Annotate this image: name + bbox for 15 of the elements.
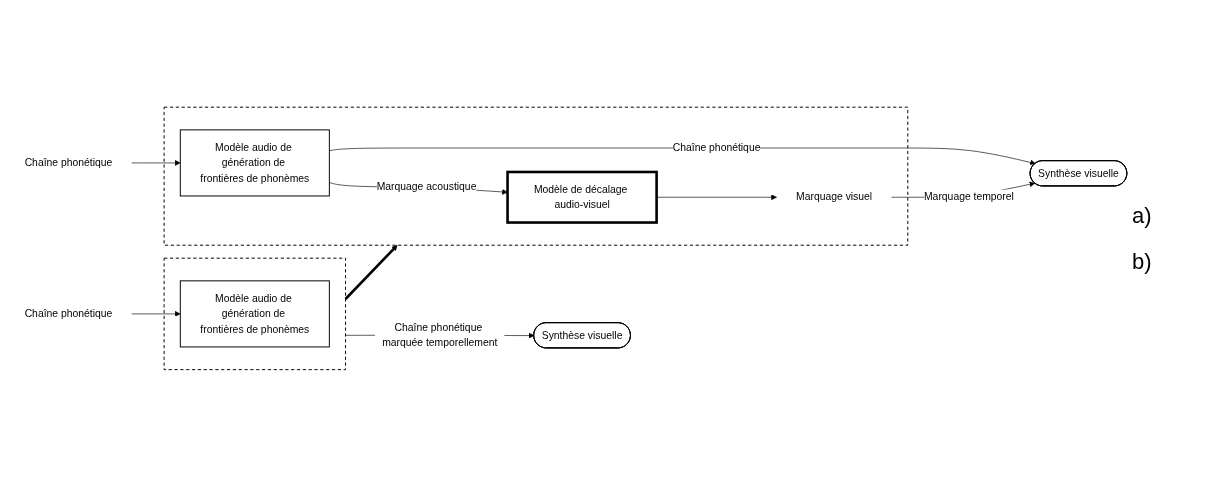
arrow	[344, 245, 398, 300]
edge-label: Marquage acoustique	[376, 181, 477, 193]
cluster	[163, 257, 347, 371]
edge-label: Chaîne phonétique marquée temporellement	[382, 321, 498, 349]
panel-label: b)	[1132, 248, 1153, 275]
node-text: Chaîne phonétique	[24, 308, 113, 320]
node-text: Chaîne phonétique	[24, 157, 113, 169]
node-box: Modèle de décalage audio-visuel	[506, 170, 658, 224]
panel-label: a)	[1132, 202, 1153, 229]
edge-label: Marquage temporel	[923, 191, 1014, 203]
edge-label: Chaîne phonétique	[672, 142, 761, 154]
node-text: Marquage visuel	[796, 191, 873, 203]
node-box: Modèle audio de génération de frontières de phonèmes	[179, 280, 330, 348]
node-box: Modèle audio de génération de frontières de phonèmes	[179, 129, 330, 197]
cluster	[163, 106, 909, 246]
